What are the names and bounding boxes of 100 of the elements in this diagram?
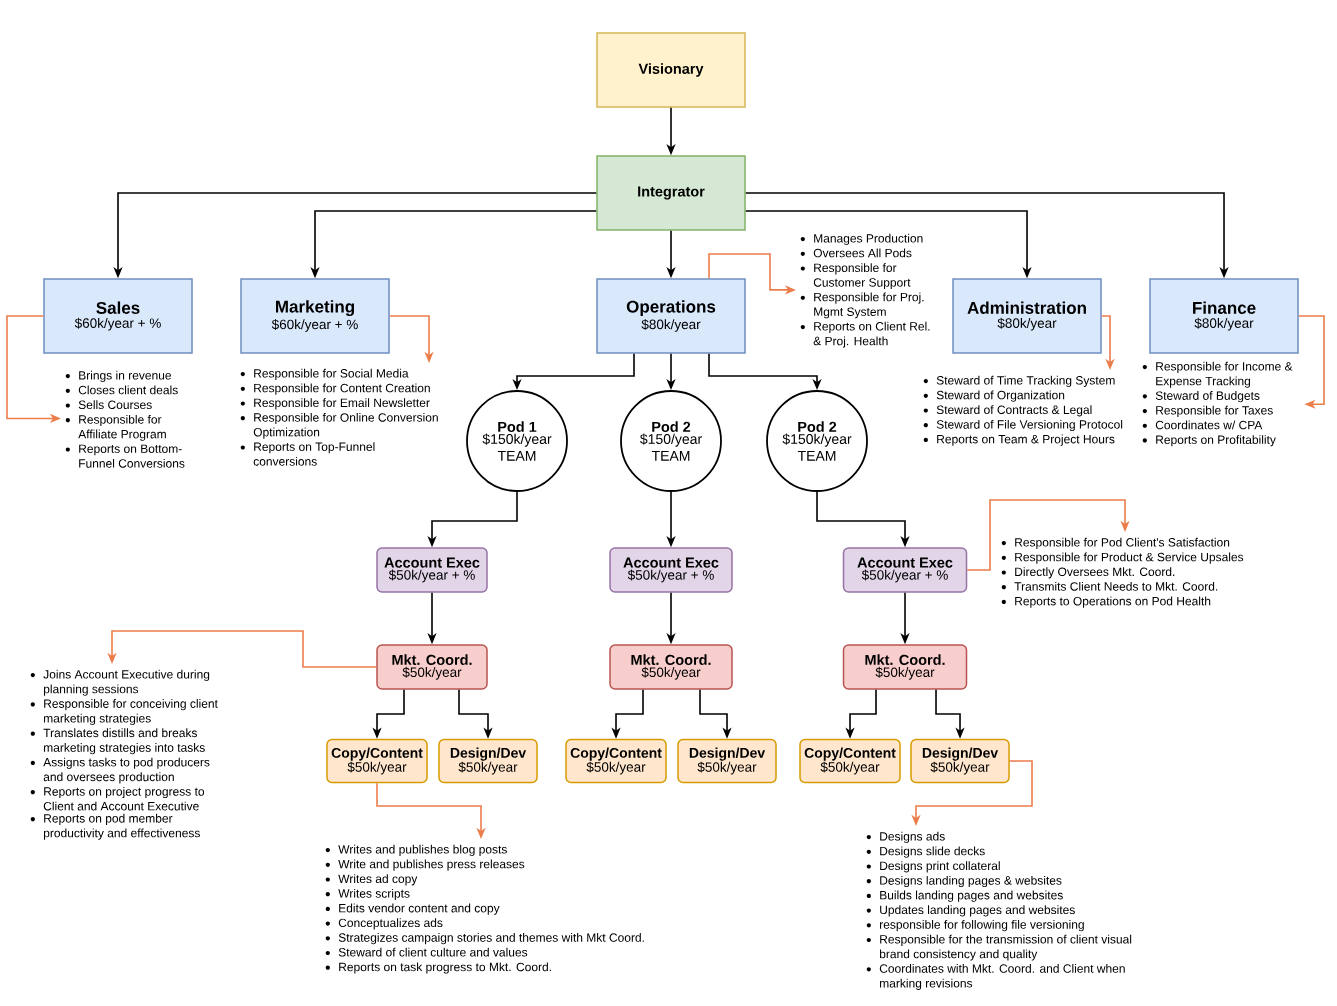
list-item: Reports on project progress to Client and Account Executive bbox=[43, 786, 205, 811]
list-item: Responsible for the transmission of client visual brand consistency and quality bbox=[880, 934, 1132, 961]
list-item: Reports on Team & Project Hours bbox=[937, 434, 1115, 446]
salary-text: $150k/year TEAM bbox=[782, 433, 852, 461]
list-item: Responsible for Social Media bbox=[254, 368, 409, 380]
list-item: Transmits Client Needs to Mkt. Coord. bbox=[1014, 581, 1218, 591]
list-item: Write and publishes press releases bbox=[338, 859, 525, 871]
list-item: Reports on Bottom-Funnel Conversions bbox=[79, 444, 185, 468]
list-item: Designs print collateral bbox=[880, 861, 1000, 873]
role-title: Account Exec bbox=[623, 557, 719, 568]
list-item: Steward of Time Tracking System bbox=[936, 375, 1115, 387]
list-item: Reports on Client Rel. & Proj. Health bbox=[813, 321, 930, 348]
salary-text: $80k/year bbox=[997, 317, 1057, 331]
salary-text: $50k/year bbox=[586, 761, 646, 775]
role-box bbox=[376, 644, 488, 690]
salary-text: $50k/year + % bbox=[861, 569, 948, 583]
list-item: Joins Account Executive during planning sessions bbox=[43, 669, 210, 696]
list-item: Manages Production bbox=[814, 233, 923, 245]
role-box bbox=[842, 644, 968, 690]
role-title: Account Exec bbox=[857, 557, 953, 568]
role-title: Design/Dev bbox=[450, 747, 527, 761]
list-item: Responsible for Email Newsletter bbox=[254, 398, 430, 410]
salary-text: $50k/year bbox=[697, 761, 757, 775]
list-item: Strategizes campaign stories and themes with Mkt Coord. bbox=[338, 933, 644, 945]
list-item: Responsible for Taxes bbox=[1156, 405, 1273, 417]
role-box bbox=[565, 738, 667, 784]
salary-text: $50k/year bbox=[641, 666, 701, 680]
arrow bbox=[1297, 315, 1325, 409]
department-box bbox=[240, 278, 390, 354]
list-item: Edits vendor content and copy bbox=[339, 903, 500, 915]
list-item: Writes ad copy bbox=[338, 874, 418, 886]
role-title: Copy/Content bbox=[570, 747, 662, 761]
list-item: Steward of Budgets bbox=[1155, 391, 1260, 403]
list-item: Steward of File Versioning Protocol bbox=[936, 419, 1123, 432]
list-item: Responsible for Pod Client's Satisfaction bbox=[1015, 537, 1230, 549]
list-item: Builds landing pages and websites bbox=[880, 890, 1063, 902]
list-item: Directly Oversees Mkt. Coord. bbox=[1015, 567, 1175, 579]
list-item: Reports on task progress to Mkt. Coord. bbox=[339, 962, 551, 974]
salary-text: $80k/year bbox=[1194, 317, 1254, 331]
role-box bbox=[596, 32, 746, 108]
list-item: Responsible for conceiving client marketing strategies bbox=[44, 699, 218, 725]
salary-text: $50k/year + % bbox=[388, 569, 475, 583]
role-title: Administration bbox=[967, 301, 1086, 314]
role-box bbox=[910, 738, 1010, 784]
role-title: Pod 1 bbox=[498, 421, 537, 432]
role-box bbox=[609, 644, 733, 690]
pod-circle bbox=[766, 390, 868, 492]
list-item: Reports to Operations on Pod Health bbox=[1015, 596, 1211, 608]
list-item: Conceptualizes ads bbox=[338, 918, 443, 930]
list-item: Brings in revenue bbox=[79, 370, 171, 382]
list-item: Steward of Organization bbox=[936, 390, 1065, 402]
role-title: Pod 2 bbox=[652, 421, 691, 432]
list-item: Writes scripts bbox=[338, 888, 410, 901]
list-item: Assigns tasks to pod producers and oversees production bbox=[43, 757, 210, 784]
role-title: Finance bbox=[1193, 301, 1256, 314]
role-title: Design/Dev bbox=[689, 747, 766, 761]
department-box bbox=[952, 278, 1102, 354]
role-title: Integrator bbox=[638, 186, 705, 200]
department-box bbox=[43, 278, 193, 354]
salary-text: $150k/year TEAM bbox=[482, 433, 552, 461]
list-item: Closes client deals bbox=[78, 385, 178, 395]
list-item: Designs ads bbox=[880, 831, 945, 843]
role-title: Operations bbox=[626, 300, 716, 317]
salary-text: $60k/year + % bbox=[271, 319, 358, 332]
list-item: Responsible for Content Creation bbox=[254, 383, 430, 395]
salary-text: $150/year TEAM bbox=[640, 433, 702, 461]
department-box bbox=[596, 278, 746, 354]
role-title: Marketing bbox=[276, 300, 354, 317]
salary-text: $50k/year bbox=[820, 761, 880, 775]
role-title: Visionary bbox=[638, 63, 704, 77]
role-box bbox=[842, 547, 968, 593]
list-item: Updates landing pages and websites bbox=[880, 905, 1075, 917]
role-title: Sales bbox=[96, 301, 140, 314]
list-item: Responsible for Online Conversion Optimization bbox=[253, 412, 438, 439]
role-title: Mkt. Coord. bbox=[631, 654, 711, 665]
salary-text: $50k/year bbox=[930, 761, 990, 775]
list-item: responsible for following file versioning bbox=[880, 920, 1084, 932]
salary-text: $50k/year + % bbox=[627, 569, 714, 583]
list-item: Oversees All Pods bbox=[813, 248, 912, 258]
salary-text: $50k/year bbox=[458, 761, 518, 775]
list-item: Responsible for Affiliate Program bbox=[78, 414, 166, 441]
list-item: Responsible for Income & Expense Tracking bbox=[1156, 361, 1293, 388]
list-item: Coordinates with Mkt. Coord. and Client when marking revisions bbox=[879, 964, 1125, 990]
role-box bbox=[677, 738, 777, 784]
list-item: Reports on Top-Funnel conversions bbox=[253, 442, 375, 466]
list-item: Steward of client culture and values bbox=[338, 947, 528, 957]
role-title: Mkt. Coord. bbox=[865, 654, 945, 665]
list-item: Writes and publishes blog posts bbox=[338, 844, 507, 856]
list-item: Designs slide decks bbox=[880, 846, 985, 858]
list-item: Responsible for Proj. Mgmt System bbox=[814, 292, 924, 319]
list-item: Steward of Contracts & Legal bbox=[936, 405, 1092, 417]
role-title: Pod 2 bbox=[798, 421, 837, 432]
role-box bbox=[596, 155, 746, 231]
salary-text: $50k/year bbox=[402, 666, 462, 680]
role-box bbox=[376, 547, 488, 593]
salary-text: $60k/year + % bbox=[74, 317, 161, 331]
list-item: Coordinates w/ CPA bbox=[1155, 420, 1263, 430]
salary-text: $50k/year bbox=[875, 666, 935, 680]
salary-text: $80k/year bbox=[641, 319, 701, 332]
role-box bbox=[326, 738, 428, 784]
